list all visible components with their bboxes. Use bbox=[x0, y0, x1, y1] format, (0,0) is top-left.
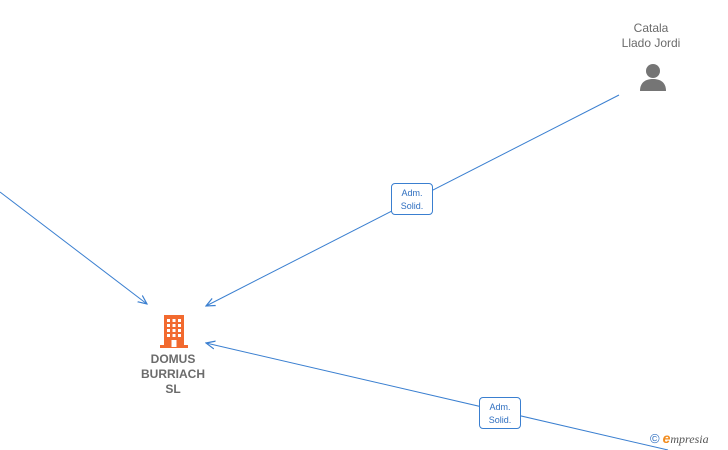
person-name-line-1: Catala bbox=[633, 21, 669, 35]
company-name-line-1: DOMUS bbox=[150, 352, 196, 366]
person-name-line-2: Llado Jordi bbox=[621, 36, 681, 50]
person-name[interactable]: Catala Llado Jordi bbox=[600, 21, 702, 51]
brand-name: mpresia bbox=[670, 432, 709, 446]
relation-label-bottom[interactable]: Adm. Solid. bbox=[479, 397, 521, 429]
relation-label-line-1: Adm. bbox=[489, 402, 511, 412]
relation-label-line-1: Adm. bbox=[401, 188, 423, 198]
relation-label-line-2: Solid. bbox=[488, 415, 512, 425]
edge-offscreen-to-company bbox=[0, 191, 147, 304]
person-icon bbox=[640, 64, 666, 91]
empresia-watermark: ©empresia bbox=[650, 430, 709, 447]
person-node[interactable] bbox=[638, 62, 668, 92]
brand-initial: e bbox=[662, 430, 671, 446]
relation-label-person[interactable]: Adm. Solid. bbox=[391, 183, 433, 215]
company-name-line-2: BURRIACH bbox=[141, 367, 205, 381]
building-icon bbox=[160, 315, 188, 348]
company-name[interactable]: DOMUS BURRIACH SL bbox=[128, 352, 218, 397]
company-name-line-3: SL bbox=[165, 382, 181, 396]
company-node[interactable] bbox=[158, 313, 190, 349]
relation-label-line-2: Solid. bbox=[400, 201, 424, 211]
copyright-icon: © bbox=[650, 431, 660, 446]
edge-offscreen-bottom-to-company bbox=[206, 343, 669, 450]
